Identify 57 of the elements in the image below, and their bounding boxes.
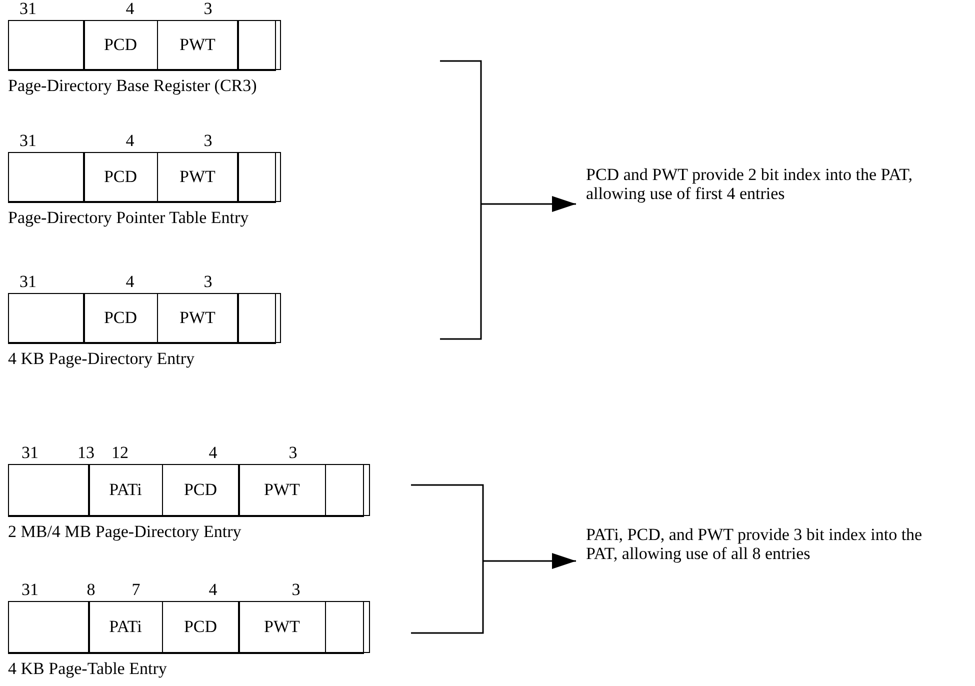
reserved-field	[8, 152, 84, 202]
bit-field: PCD	[83, 152, 158, 202]
bit-number: 31	[22, 444, 38, 462]
bit-field: PATi	[88, 464, 163, 516]
reserved-field	[324, 600, 364, 654]
bit-number: 3	[204, 132, 212, 150]
reserved-field	[8, 292, 84, 344]
register-box	[8, 601, 370, 653]
bit-number: 3	[204, 273, 212, 291]
bit-number: 4	[126, 0, 134, 18]
bit-number: 4	[126, 132, 134, 150]
description-text: PCD and PWT provide 2 bit index into the PAT, allowing use of first 4 entries	[586, 165, 936, 203]
reserved-field	[237, 20, 276, 70]
bit-number: 31	[20, 273, 36, 291]
register-box	[8, 152, 281, 202]
bit-number: 13	[78, 444, 94, 462]
bit-number: 12	[112, 444, 128, 462]
bit-field: PCD	[162, 600, 240, 654]
bit-number: 4	[208, 581, 218, 599]
bracket	[440, 60, 482, 340]
arrow	[481, 196, 576, 212]
bit-field: PATi	[88, 600, 163, 654]
reserved-field	[324, 464, 364, 516]
bit-field: PCD	[83, 292, 158, 344]
bit-number: 3	[292, 581, 300, 599]
bit-number: 7	[132, 581, 140, 599]
register-caption: Page-Directory Base Register (CR3)	[8, 76, 257, 96]
register-caption: 4 KB Page-Table Entry	[8, 659, 167, 679]
register-caption: Page-Directory Pointer Table Entry	[8, 208, 249, 228]
reserved-field	[237, 152, 276, 202]
reserved-field	[237, 292, 276, 344]
register-caption: 2 MB/4 MB Page-Directory Entry	[8, 522, 242, 542]
register-caption: 4 KB Page-Directory Entry	[8, 349, 194, 369]
reserved-field	[8, 20, 84, 70]
bit-number: 4	[126, 273, 134, 291]
arrow	[483, 553, 576, 569]
bit-field: PWT	[156, 20, 238, 70]
bit-field: PCD	[83, 20, 158, 70]
bit-number: 31	[22, 581, 38, 599]
bit-field: PCD	[162, 464, 240, 516]
register-box	[8, 464, 370, 516]
bit-field: PWT	[156, 292, 238, 344]
bit-number: 31	[20, 132, 36, 150]
register-box	[8, 20, 281, 70]
bit-number: 3	[204, 0, 212, 18]
reserved-field	[8, 600, 90, 654]
register-box	[8, 293, 281, 343]
reserved-field	[8, 464, 90, 516]
bit-field: PWT	[156, 152, 238, 202]
bit-field: PWT	[238, 600, 326, 654]
bracket	[411, 484, 484, 634]
bit-number: 8	[86, 581, 96, 599]
bit-number: 31	[20, 0, 36, 18]
bit-field: PWT	[238, 464, 326, 516]
bit-number: 4	[208, 444, 218, 462]
description-text: PATi, PCD, and PWT provide 3 bit index into the PAT, allowing use of all 8 entries	[586, 525, 936, 563]
bit-number: 3	[288, 444, 298, 462]
